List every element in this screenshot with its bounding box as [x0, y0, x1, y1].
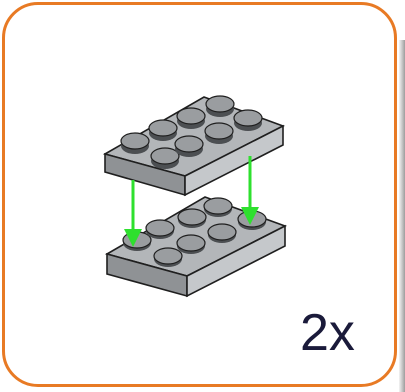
top-lego-plate-icon [102, 95, 285, 197]
scrollbar-edge [399, 40, 405, 392]
quantity-label: 2x [300, 304, 355, 362]
step-callout-box [2, 2, 397, 387]
top-plate-studs [120, 95, 263, 169]
